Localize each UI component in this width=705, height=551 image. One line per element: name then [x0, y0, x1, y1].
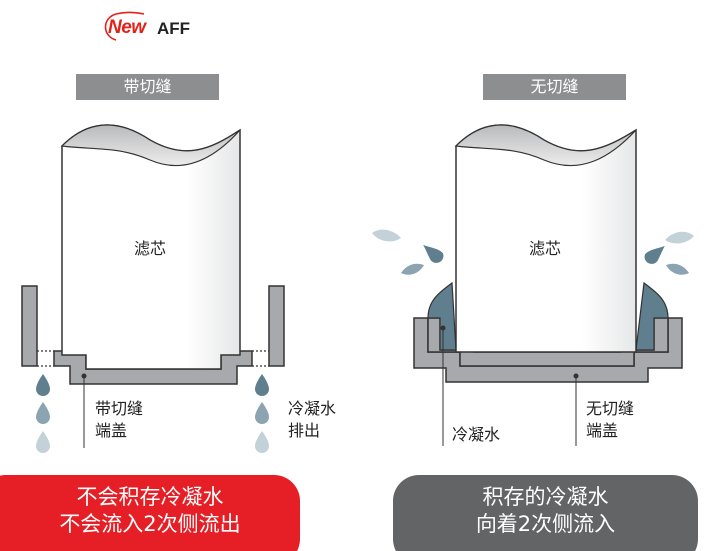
left-caption-line1: 不会积存冷凝水: [76, 485, 224, 509]
right-caption: 积存的冷凝水 向着2次侧流入: [393, 478, 698, 551]
left-cap-leader-dot: [81, 373, 87, 379]
left-cap-label: 带切缝 端盖: [95, 398, 143, 442]
left-caption: 不会积存冷凝水 不会流入2次侧流出: [0, 478, 300, 551]
right-cap-label-line1: 无切缝: [586, 399, 635, 418]
left-drops-left: [36, 374, 50, 453]
right-cap-label: 无切缝 端盖: [586, 398, 634, 442]
left-slit-left: [37, 350, 54, 367]
left-cap-label-line2: 端盖: [95, 421, 128, 440]
brand-logo: New AFF: [100, 10, 210, 44]
logo-swoosh-icon: [104, 11, 145, 41]
right-caption-line2: 向着2次侧流入: [475, 512, 616, 536]
left-filter-label: 滤芯: [134, 239, 167, 258]
left-caption-box: [0, 475, 300, 551]
left-drain-label-line2: 排出: [288, 421, 321, 440]
left-housing-wall-left: [21, 285, 38, 367]
right-caption-line1: 积存的冷凝水: [482, 485, 609, 509]
brand-new-text: New: [108, 17, 146, 38]
left-housing-wall-right: [268, 285, 285, 367]
left-drops-right: [255, 374, 269, 453]
right-water-right: [635, 281, 669, 351]
right-header: 无切缝: [483, 74, 626, 100]
left-drain-label: 冷凝水 排出: [288, 398, 336, 442]
right-diagram: [372, 124, 694, 446]
right-filter-label: 滤芯: [529, 239, 562, 258]
left-drain-label-line1: 冷凝水: [288, 399, 337, 418]
right-water-label: 冷凝水: [452, 425, 501, 444]
right-filter-top: [454, 124, 637, 167]
right-water-leader-dot: [440, 325, 446, 331]
left-filter-top: [60, 124, 241, 167]
right-caption-box: [393, 475, 698, 551]
right-water-left: [427, 281, 457, 351]
left-diagram: [21, 124, 285, 453]
right-cap-label-line2: 端盖: [586, 421, 619, 440]
brand-aff-text: AFF: [157, 19, 191, 38]
right-splash-right: [644, 231, 694, 275]
right-cap-leader-dot: [573, 373, 579, 379]
right-splash-left: [372, 229, 444, 275]
left-header: 带切缝: [76, 74, 219, 100]
left-slit-right: [252, 350, 269, 367]
left-cap-label-line1: 带切缝: [95, 399, 144, 418]
left-caption-line2: 不会流入2次侧流出: [59, 512, 241, 536]
